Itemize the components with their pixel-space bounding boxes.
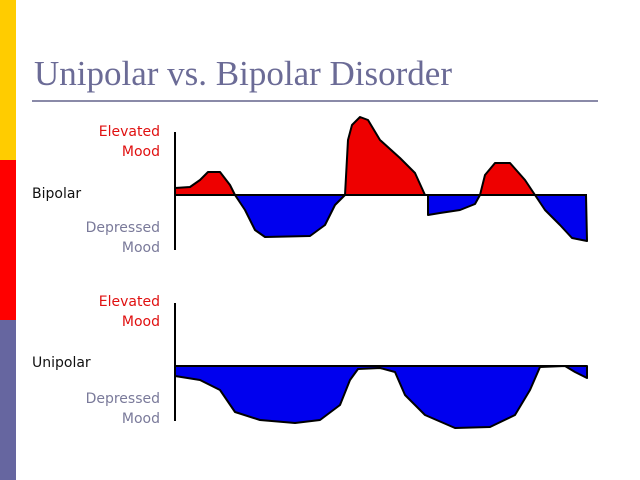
- bipolar-label: Bipolar: [32, 186, 82, 202]
- label-line: Depressed: [85, 391, 160, 407]
- label-line: Mood: [121, 144, 160, 160]
- unipolar-depressed-label: Depressed Mood: [40, 389, 160, 429]
- accent-bar-red: [0, 160, 16, 320]
- bipolar-depressed-2: [427, 194, 481, 216]
- title-divider: [32, 100, 598, 102]
- bipolar-depressed-1: [234, 194, 346, 238]
- unipolar-label: Unipolar: [32, 355, 91, 371]
- bipolar-elevated-2: [344, 116, 426, 196]
- unipolar-elevated-label: Elevated Mood: [40, 292, 160, 332]
- label-line: Depressed: [85, 220, 160, 236]
- accent-bar-yellow: [0, 0, 16, 160]
- bipolar-elevated-1: [174, 171, 236, 196]
- bipolar-elevated-label: Elevated Mood: [40, 122, 160, 162]
- label-line: Mood: [121, 411, 160, 427]
- accent-bar-purple: [0, 320, 16, 480]
- bipolar-depressed-3: [534, 194, 588, 242]
- label-line: Mood: [121, 240, 160, 256]
- label-line: Elevated: [98, 294, 160, 310]
- label-line: Elevated: [98, 124, 160, 140]
- slide-title: Unipolar vs. Bipolar Disorder: [34, 54, 452, 93]
- label-line: Mood: [121, 314, 160, 330]
- bipolar-elevated-3: [479, 162, 536, 196]
- bipolar-depressed-label: Depressed Mood: [40, 218, 160, 258]
- unipolar-depressed: [174, 365, 588, 429]
